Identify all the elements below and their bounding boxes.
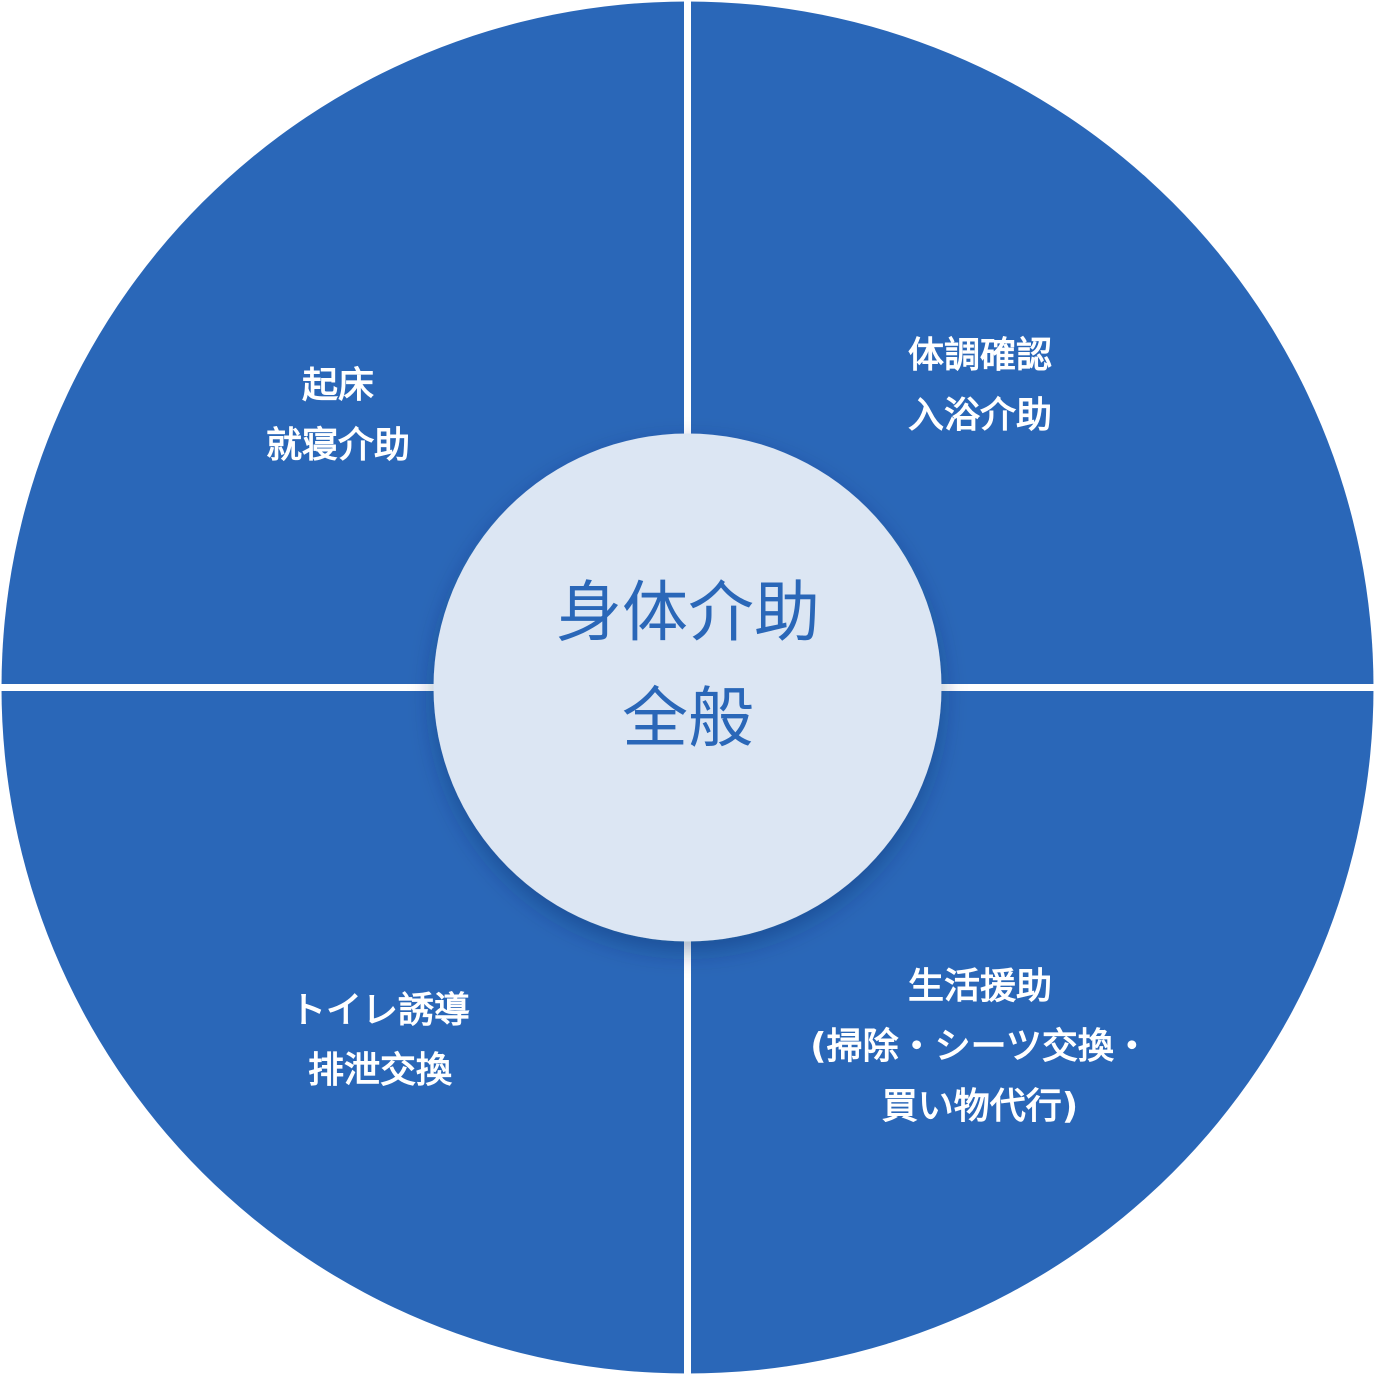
quadrant-text-line: 買い物代行) [881,1086,1079,1127]
quadrant-text-line: 生活援助 [907,966,1052,1007]
quadrant-top-right-label: 体調確認 入浴介助 [850,326,1110,446]
quadrant-text-line: トイレ誘導 [289,990,470,1031]
quadrant-text-line: (掃除・シーツ交換・ [810,1026,1150,1067]
quadrant-text-line: 排泄交換 [307,1050,452,1091]
center-title-line-1: 身体介助 [556,574,820,651]
center-circle [433,433,942,942]
quadrant-bottom-right-label: 生活援助 (掃除・シーツ交換・ 買い物代行) [770,957,1190,1137]
quadrant-text-line: 就寝介助 [265,425,410,466]
center-title: 身体介助 全般 [436,560,940,772]
quadrant-top-left-label: 起床 就寝介助 [208,356,468,476]
quadrant-text-line: 起床 [301,365,374,406]
quadrant-text-line: 体調確認 [907,335,1052,376]
quadrant-text-line: 入浴介助 [907,395,1052,436]
quadrant-bottom-left-label: トイレ誘導 排泄交換 [250,981,510,1101]
center-title-line-2: 全般 [622,680,754,757]
